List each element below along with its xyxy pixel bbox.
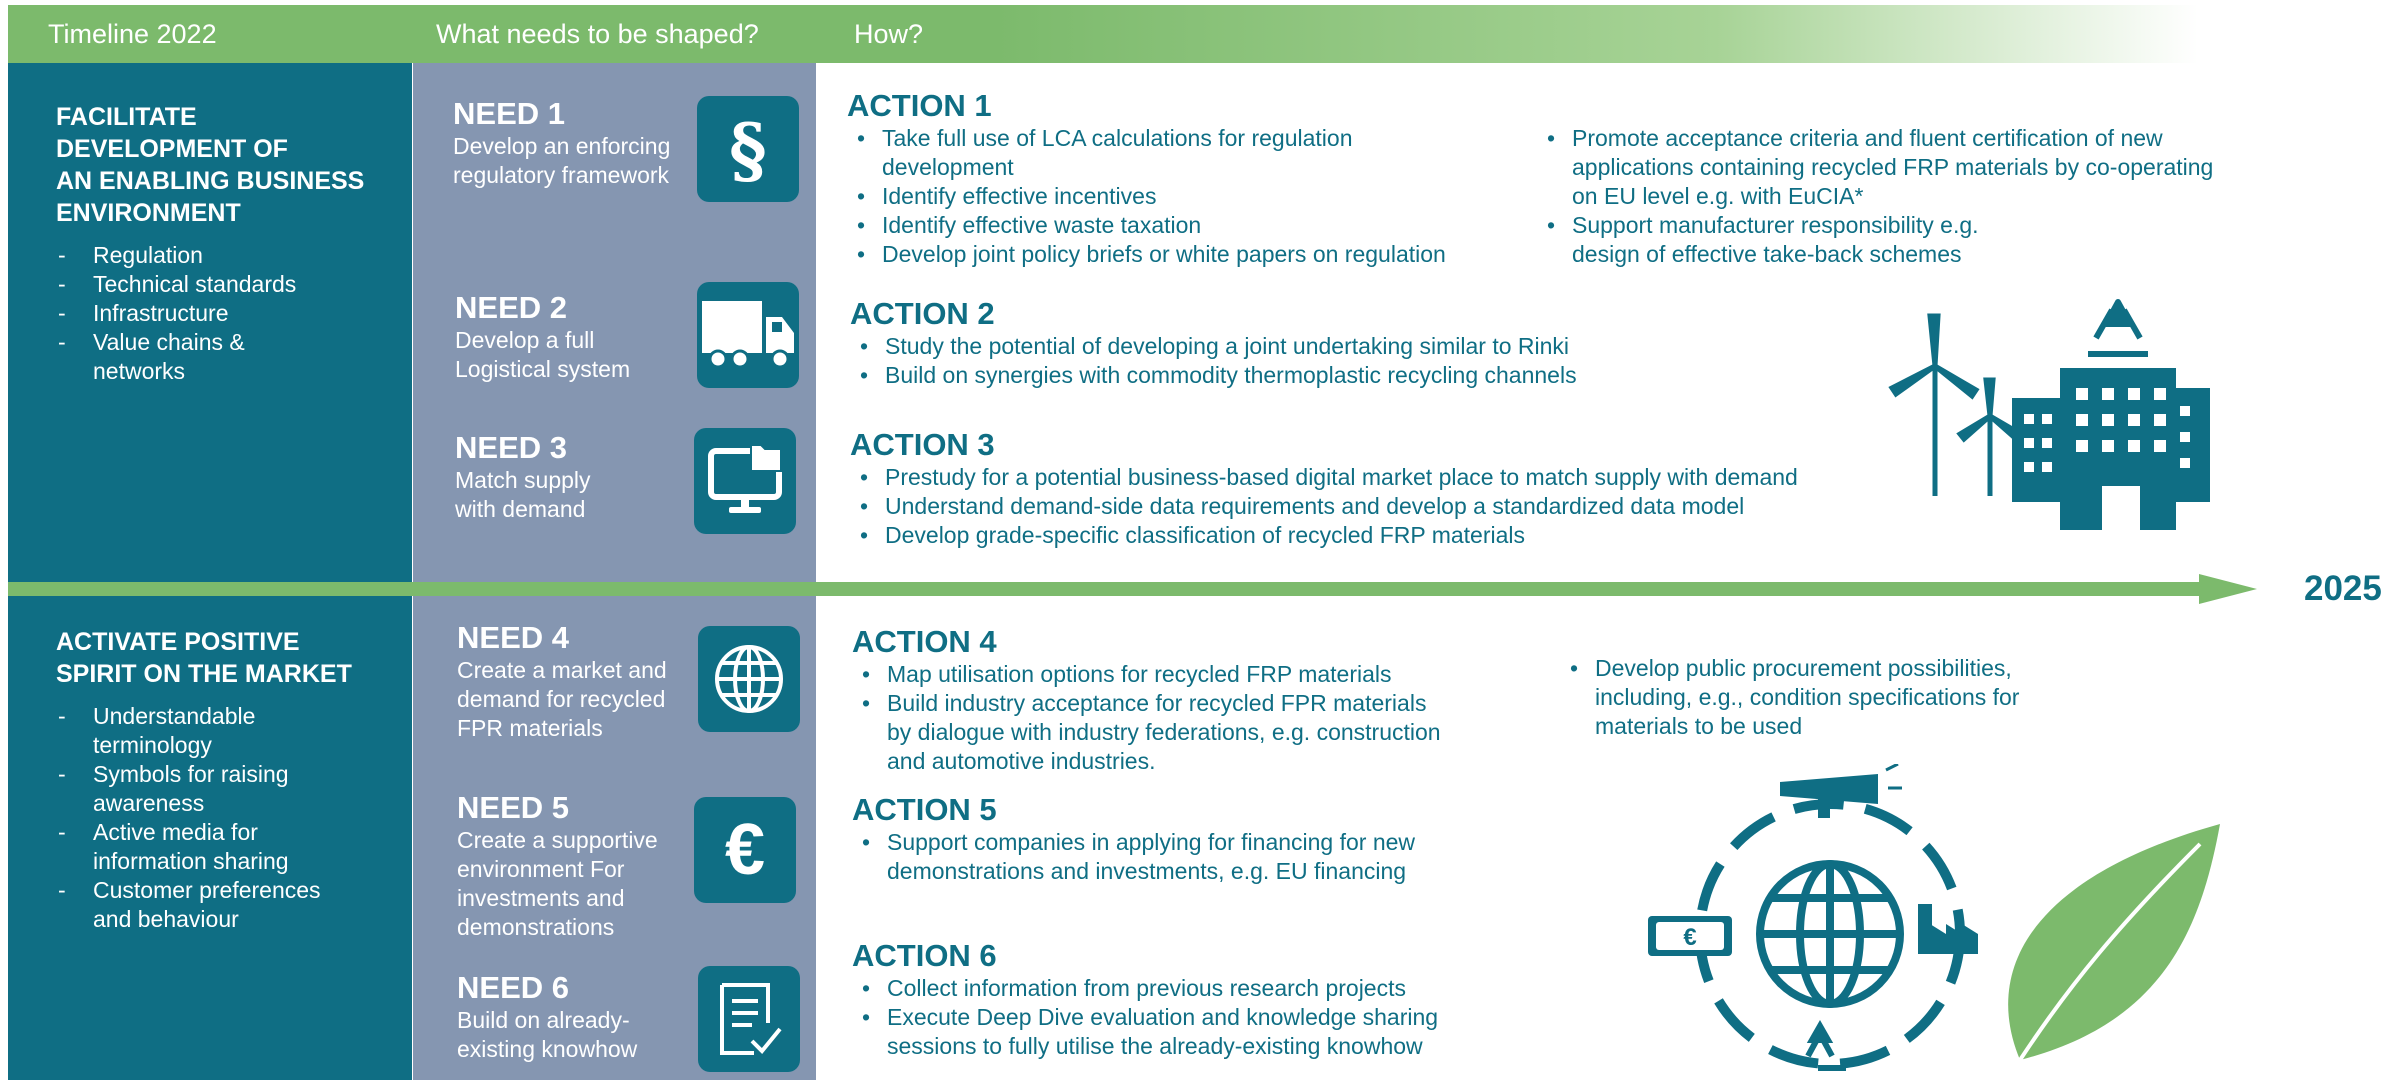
paragraph-icon: § <box>697 96 799 202</box>
wind-turbine-icon <box>1888 313 2023 496</box>
need-1: NEED 1 Develop an enforcing regulatory f… <box>453 96 671 188</box>
header-how-label: How? <box>854 19 924 49</box>
timeline-end-year: 2025 <box>2304 569 2382 608</box>
list-item: Technical standards <box>56 270 336 299</box>
list-item: Support companies in applying for financ… <box>852 828 1467 886</box>
list-item: Infrastructure <box>56 299 336 328</box>
list-item: Map utilisation options for recycled FRP… <box>852 660 1452 689</box>
action-4-continued: Develop public procurement possibilities… <box>1560 654 2030 741</box>
action-title: ACTION 6 <box>852 938 997 973</box>
timeline-bar <box>8 582 2203 596</box>
action-title: ACTION 2 <box>850 296 995 331</box>
city-energy-illustration <box>1888 299 2210 530</box>
list-item: Execute Deep Dive evaluation and knowled… <box>852 1003 1487 1061</box>
list-item: Understandable terminology <box>56 702 346 760</box>
timeline-arrowhead <box>2199 574 2257 604</box>
leaf-icon <box>2008 824 2220 1062</box>
list-item: Customer preferences and behaviour <box>56 876 346 934</box>
action-title: ACTION 3 <box>850 427 995 462</box>
header-timeline-label: Timeline 2022 <box>48 19 217 49</box>
building-icon <box>2012 368 2210 530</box>
need-5: NEED 5 Create a supportive environment F… <box>457 790 658 940</box>
recycle-icon <box>1805 1019 1846 1071</box>
section-title-positive-spirit: ACTIVATE POSITIVE SPIRIT ON THE MARKET <box>56 628 352 688</box>
action-5: ACTION 5 Support companies in applying f… <box>852 792 1472 886</box>
svg-text:€: € <box>1683 924 1696 951</box>
list-item: Develop joint policy briefs or white pap… <box>847 240 1487 269</box>
action-4: ACTION 4 Map utilisation options for rec… <box>852 624 1472 776</box>
list-item: Collect information from previous resear… <box>852 974 1472 1003</box>
header-what-label: What needs to be shaped? <box>436 19 759 49</box>
list-item: Build industry acceptance for recycled F… <box>852 689 1447 776</box>
recycle-icon <box>2088 299 2148 357</box>
megaphone-icon <box>1780 764 1902 818</box>
list-item: Regulation <box>56 241 336 270</box>
section-positive-spirit: ACTIVATE POSITIVE SPIRIT ON THE MARKET U… <box>8 596 412 1080</box>
enabling-environment-list: Regulation Technical standards Infrastru… <box>56 241 336 386</box>
list-item: Promote acceptance criteria and fluent c… <box>1537 124 2242 211</box>
list-item: Understand demand-side data requirements… <box>850 492 1870 521</box>
computer-folder-icon <box>694 428 796 534</box>
list-item: Study the potential of developing a join… <box>850 332 1690 361</box>
action-1: ACTION 1 Take full use of LCA calculatio… <box>847 88 1507 269</box>
truck-icon <box>697 282 799 388</box>
checklist-icon <box>698 966 800 1072</box>
action-2: ACTION 2 Study the potential of developi… <box>850 296 1690 390</box>
section-enabling-environment: FACILITATE DEVELOPMENT OF AN ENABLING BU… <box>8 63 412 582</box>
need-6: NEED 6 Build on already- existing knowho… <box>457 970 638 1062</box>
positive-spirit-list: Understandable terminology Symbols for r… <box>56 702 346 934</box>
action-title: ACTION 1 <box>847 88 992 123</box>
list-item: Build on synergies with commodity thermo… <box>850 361 1690 390</box>
action-6: ACTION 6 Collect information from previo… <box>852 938 1492 1061</box>
list-item: Support manufacturer responsibility e.g.… <box>1537 211 2042 269</box>
list-item: Identify effective incentives <box>847 182 1487 211</box>
globe-icon <box>698 626 800 732</box>
list-item: Develop grade-specific classification of… <box>850 521 1870 550</box>
euro-icon: € <box>694 797 796 903</box>
action-1-continued: Promote acceptance criteria and fluent c… <box>1537 124 2237 269</box>
need-4: NEED 4 Create a market and demand for re… <box>457 620 667 741</box>
list-item: Prestudy for a potential business-based … <box>850 463 1870 492</box>
circular-economy-illustration: € <box>1648 764 2220 1071</box>
header-bar: Timeline 2022 What needs to be shaped? H… <box>8 5 2198 63</box>
list-item: Value chains & networks <box>56 328 336 386</box>
globe-icon <box>1756 860 1904 1008</box>
action-title: ACTION 5 <box>852 792 997 827</box>
list-item: Symbols for raising awareness <box>56 760 346 818</box>
banknote-euro-icon: € <box>1648 916 1732 956</box>
action-title: ACTION 4 <box>852 624 997 659</box>
list-item: Take full use of LCA calculations for re… <box>847 124 1422 182</box>
section-title-enabling-environment: FACILITATE DEVELOPMENT OF AN ENABLING BU… <box>56 103 365 227</box>
list-item: Active media for information sharing <box>56 818 346 876</box>
list-item: Identify effective waste taxation <box>847 211 1487 240</box>
factory-icon <box>1918 904 1978 954</box>
action-3: ACTION 3 Prestudy for a potential busine… <box>850 427 1870 550</box>
need-2: NEED 2 Develop a full Logistical system <box>455 290 631 382</box>
need-3: NEED 3 Match supply with demand <box>455 430 591 522</box>
list-item: Develop public procurement possibilities… <box>1560 654 2035 741</box>
